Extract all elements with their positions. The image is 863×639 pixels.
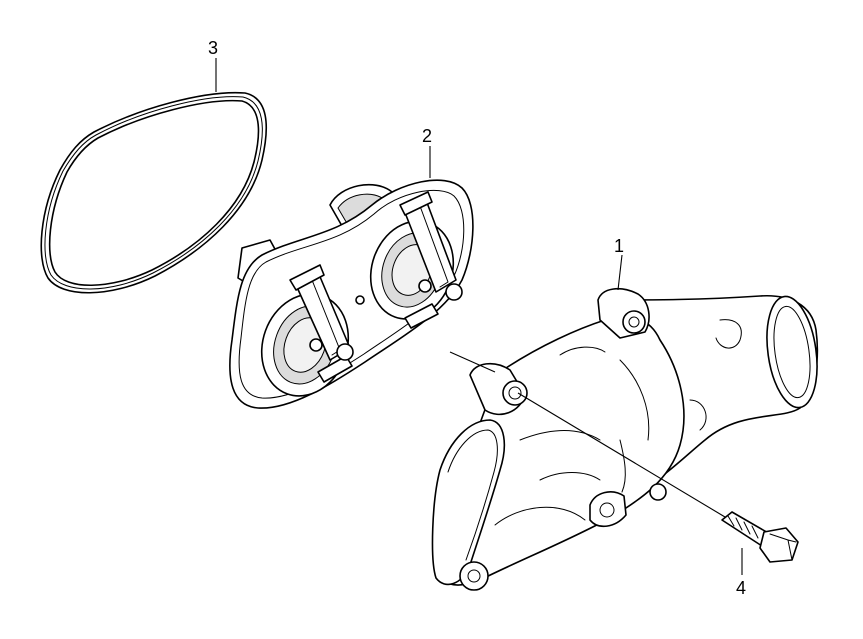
seal-ring-part: [40, 91, 268, 294]
callout-bolt: 4: [736, 578, 746, 598]
leader-lines: [215, 58, 743, 575]
bolt-part: [721, 511, 799, 563]
callout-seal-ring: 3: [208, 38, 218, 58]
callout-housing: 1: [614, 236, 624, 256]
thermostat-part: [229, 179, 474, 409]
callout-thermostat: 2: [422, 126, 432, 146]
housing-part: [431, 287, 819, 591]
